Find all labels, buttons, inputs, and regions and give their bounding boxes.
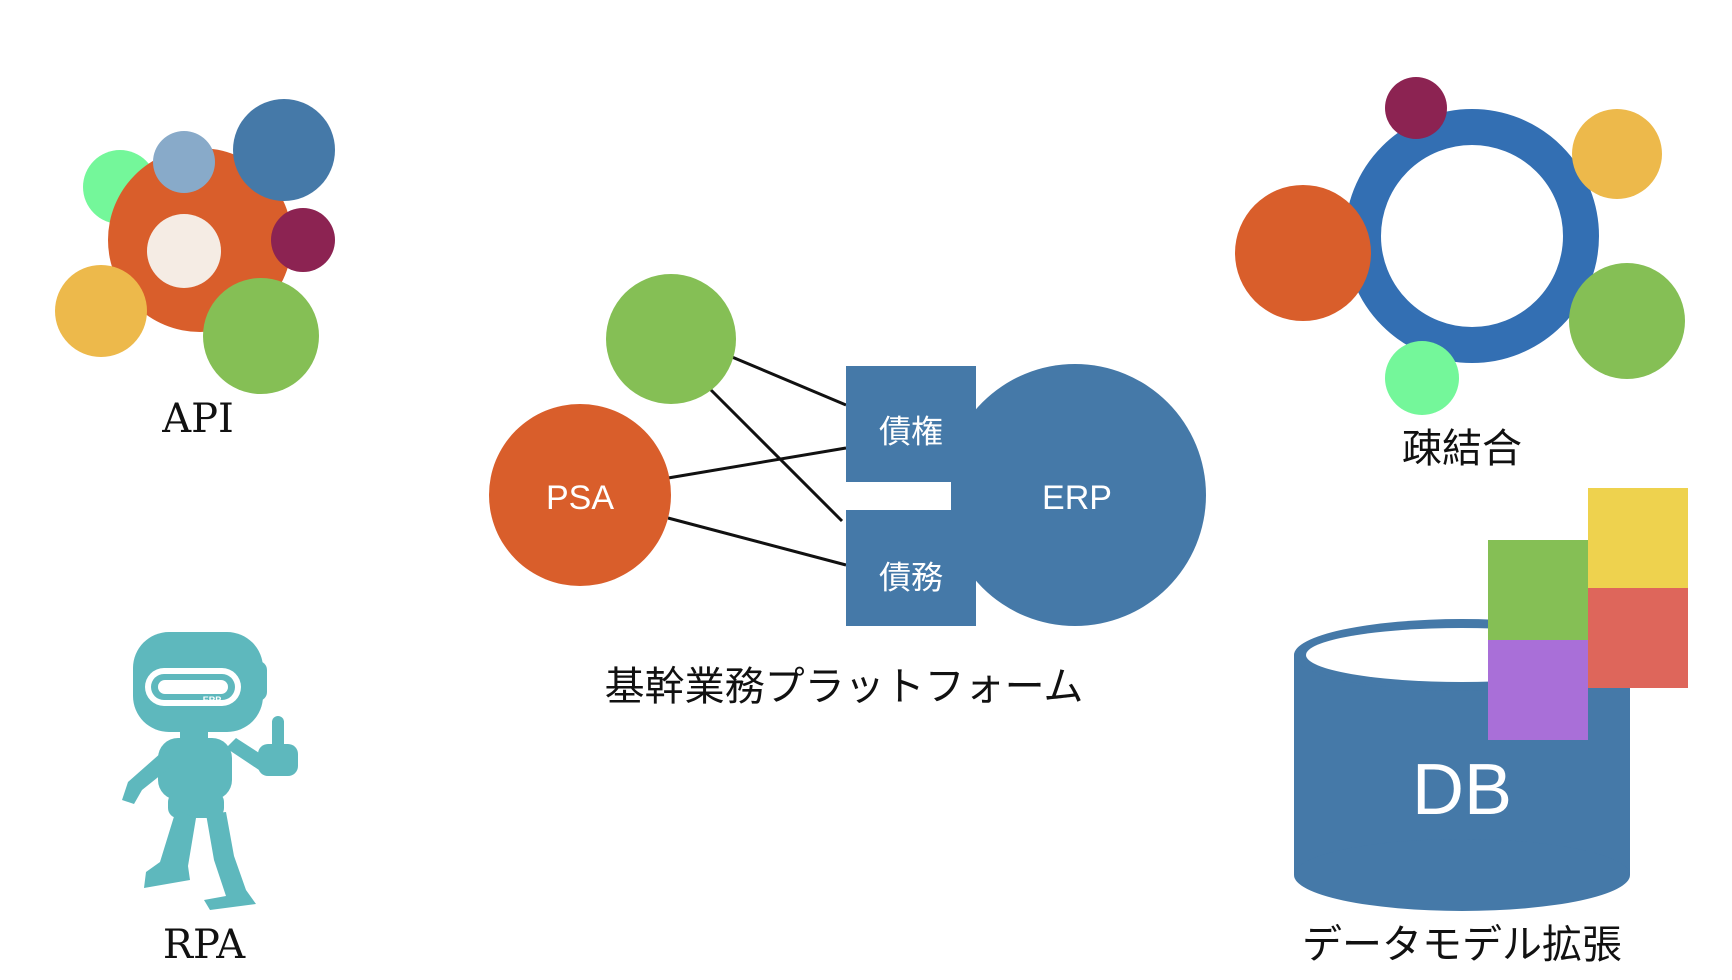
robot-torso [158,738,232,800]
receivables-label: 債権 [879,413,943,449]
api-yellow-circle [55,265,147,357]
erp-label: ERP [1042,479,1112,517]
block-gap [846,482,951,510]
psa-label: PSA [546,479,614,517]
db-cylinder-bottom [1294,839,1630,911]
api-green-circle [203,278,319,394]
connector-line [667,446,847,480]
payables-label: 債務 [879,559,943,595]
core-platform: PSA ERP 債権 債務 基幹業務プラットフォーム [489,274,1206,710]
api-blue-circle [233,99,335,201]
api-cluster: API [55,99,335,442]
receivables-block [846,366,976,482]
extension-block-green [1488,540,1588,640]
rpa-label: RPA [163,922,246,968]
rpa-robot-icon: ERP RPA [122,632,298,968]
ring-mint-circle [1385,341,1459,415]
api-plum-circle [271,208,335,272]
psa-circle [489,404,671,586]
loose-coupling-cluster: 疎結合 [1235,77,1685,472]
connector-line [707,386,844,523]
api-light-blue-circle [153,131,215,193]
platform-green-circle [606,274,736,404]
loose-coupling-label: 疎結合 [1402,426,1522,472]
connector-line [731,355,847,407]
data-model-label: データモデル拡張 [1302,922,1622,968]
robot-thumb [272,716,284,750]
data-model-cluster: DB データモデル拡張 [1294,488,1688,968]
robot-badge: ERP [203,695,222,705]
robot-visor-glass [158,680,228,694]
api-label: API [161,396,234,442]
extension-block-yellow [1588,488,1688,588]
robot-hips [168,792,224,818]
db-label: DB [1412,750,1512,830]
api-cream-circle [147,214,221,288]
connector-line [667,516,847,567]
payables-block [846,510,976,626]
ring-orange-circle [1235,185,1371,321]
ring-plum-circle [1385,77,1447,139]
extension-block-purple [1488,640,1588,740]
platform-label: 基幹業務プラットフォーム [605,664,1084,710]
ring-circle [1345,109,1599,363]
robot-left-arm [122,752,172,804]
ring-green-circle [1569,263,1685,379]
extension-block-red [1588,588,1688,688]
erp-circle [944,364,1206,626]
robot-fist [258,744,298,776]
ring-yellow-circle [1572,109,1662,199]
robot-right-leg [204,812,256,910]
robot-left-leg [144,810,196,888]
